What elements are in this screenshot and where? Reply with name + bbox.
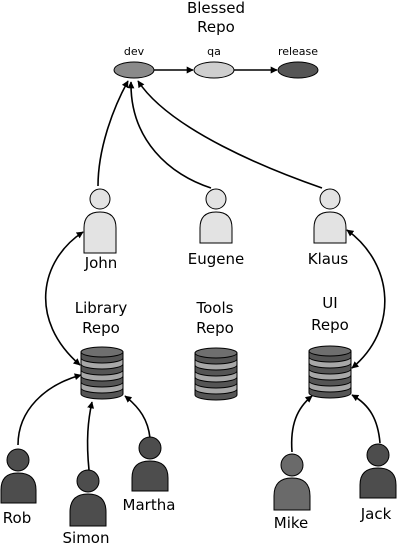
arrow-john-library-sync [45, 231, 84, 366]
developer-name-martha: Martha [123, 496, 176, 514]
person-martha-icon [131, 436, 169, 492]
database-disk-top [308, 345, 352, 357]
arrow-john-to-dev [97, 80, 129, 187]
person-rob-icon [0, 448, 37, 504]
developer-name-rob: Rob [3, 509, 31, 527]
developer-name-jack: Jack [360, 505, 392, 523]
arrow-klaus-ui-sync [346, 229, 386, 369]
person-jack-icon [359, 443, 397, 499]
repo-tools-label-line1: Tools [196, 299, 234, 317]
branch-release [277, 61, 319, 79]
repo-library-label-line1: Library [75, 299, 128, 317]
blessed-repo-title-line1: Blessed [187, 0, 245, 17]
arrow-jack-to-ui [351, 394, 381, 444]
repo-ui-label-line1: UI [322, 294, 337, 312]
person-klaus-icon [313, 188, 347, 244]
repo-library-database-icon [80, 346, 124, 400]
person-simon-icon [69, 469, 107, 527]
person-john-icon [83, 188, 117, 254]
integrator-name-klaus: Klaus [308, 250, 349, 268]
database-disk-top [194, 347, 238, 359]
branch-qa [193, 61, 235, 79]
arrow-rob-to-library [17, 373, 82, 446]
integrator-name-eugene: Eugene [188, 250, 244, 268]
branch-label-dev: dev [124, 45, 145, 58]
branch-label-release: release [278, 45, 318, 58]
branch-dev [113, 61, 155, 79]
arrow-simon-to-library [86, 401, 95, 471]
person-eugene-icon [199, 188, 233, 244]
arrow-eugene-to-dev [127, 81, 212, 189]
person-mike-icon [273, 453, 311, 511]
repo-ui-label-line2: Repo [311, 316, 349, 334]
repo-library-label-line2: Repo [82, 319, 120, 337]
branch-label-qa: qa [207, 45, 221, 58]
arrow-mike-to-ui [290, 395, 313, 453]
database-disk-top [80, 346, 124, 358]
repo-ui-database-icon [308, 345, 352, 399]
arrow-klaus-to-dev [137, 80, 323, 189]
developer-name-mike: Mike [274, 514, 309, 532]
integrator-name-john: John [84, 254, 118, 272]
blessed-repo-title-line2: Repo [197, 18, 235, 36]
developer-name-simon: Simon [63, 529, 110, 545]
repo-tools-label-line2: Repo [196, 319, 234, 337]
arrow-martha-to-library [124, 395, 151, 439]
repo-tools-database-icon [194, 347, 238, 401]
